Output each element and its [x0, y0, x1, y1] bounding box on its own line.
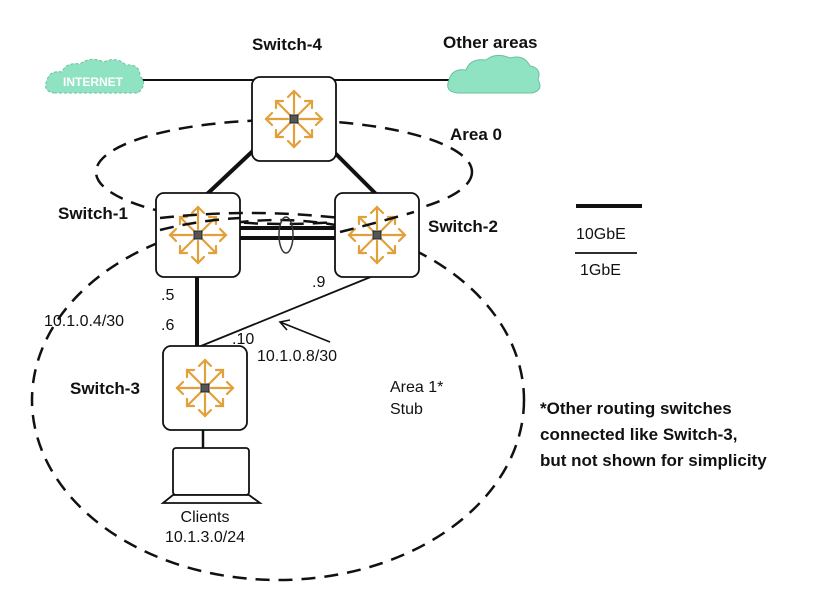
note-line-3: but not shown for simplicity: [540, 451, 767, 470]
area-1-label: Area 1*: [390, 379, 443, 396]
switch-4[interactable]: [250, 75, 338, 163]
link-s2-s3: [195, 273, 379, 349]
switch-icon: [161, 344, 249, 432]
clients-label: Clients: [181, 509, 230, 526]
addr-s2-dot9: .9: [312, 274, 325, 291]
area-0-label: Area 0: [450, 125, 502, 144]
subnet-s1-s3: 10.1.0.4/30: [44, 313, 124, 330]
legend-1gbe-label: 1GbE: [580, 262, 621, 279]
switch-3[interactable]: [161, 344, 249, 432]
other-areas-label: Other areas: [443, 33, 538, 52]
internet-label: INTERNET: [63, 75, 124, 89]
legend-10gbe-label: 10GbE: [576, 226, 626, 243]
area-1-boundary: [30, 218, 526, 582]
laptop-icon: [160, 447, 263, 504]
addr-s3-dot10: .10: [232, 331, 254, 348]
addr-s1-dot5: .5: [161, 287, 174, 304]
switch-icon: [250, 75, 338, 163]
switch-1-label: Switch-1: [58, 204, 128, 223]
switch-2[interactable]: [333, 191, 421, 279]
other-areas-cloud: [447, 54, 541, 94]
switch-icon: [154, 191, 242, 279]
switch-3-label: Switch-3: [70, 379, 140, 398]
area-1-type-label: Stub: [390, 401, 423, 418]
link-s4-s1: [203, 146, 258, 198]
clients-subnet: 10.1.3.0/24: [165, 529, 245, 546]
note-line-1: *Other routing switches: [540, 399, 732, 418]
switch-4-label: Switch-4: [252, 35, 322, 54]
subnet-s2-s3: 10.1.0.8/30: [257, 348, 337, 365]
lag-indicator: [278, 216, 294, 254]
switch-1[interactable]: [154, 191, 242, 279]
internet-cloud: INTERNET: [45, 58, 144, 94]
switch-2-label: Switch-2: [428, 217, 498, 236]
switch-icon: [333, 191, 421, 279]
link-s4-s2: [328, 146, 380, 198]
subnet-pointer-arrow: [278, 319, 331, 343]
area-0-boundary-overlay: [159, 210, 415, 234]
note-line-2: connected like Switch-3,: [540, 425, 737, 444]
addr-s3-dot6: .6: [161, 317, 174, 334]
